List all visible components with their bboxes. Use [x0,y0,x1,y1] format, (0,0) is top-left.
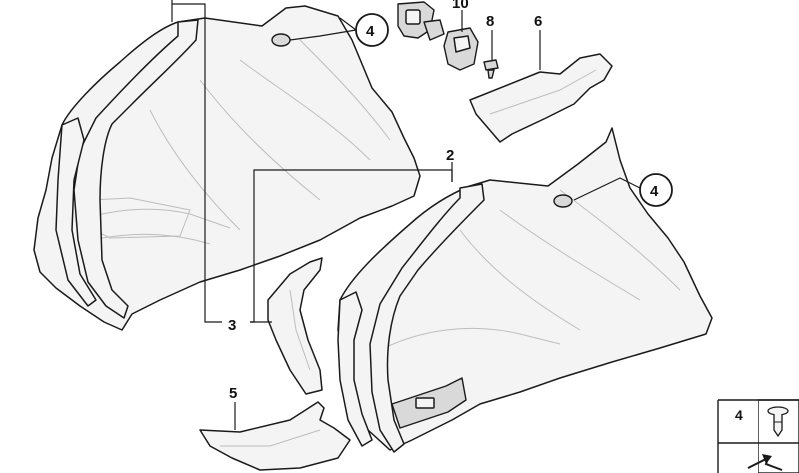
right-trunk-trim-panel[interactable] [337,127,713,451]
callout-10: 10 [452,0,469,12]
right-seal-strip[interactable] [337,183,485,453]
legend-box: 4 [717,399,799,473]
part-10-cover[interactable] [443,27,479,71]
legend-item-number: 4 [735,407,743,423]
part-10-bracket[interactable] [397,1,445,41]
callout-4-right-bubble: 4 [639,173,673,207]
part-5-cover[interactable] [199,401,351,471]
left-seal-strip[interactable] [55,19,199,319]
part-6-cover-panel[interactable] [469,53,613,143]
callout-2: 2 [446,147,454,164]
callout-5: 5 [229,385,237,402]
leader-lines [171,0,641,430]
clip-fastener-icon [767,406,789,438]
part-3-trim-piece[interactable] [267,257,323,395]
callout-6: 6 [534,13,542,30]
callout-8: 8 [486,13,494,30]
part-8-screw[interactable] [483,59,499,79]
callout-4-upper-bubble: 4 [355,13,389,47]
callout-3: 3 [228,317,236,334]
callout-4-right: 4 [650,183,659,200]
arrow-icon [747,454,783,471]
callout-4-upper: 4 [366,23,375,40]
